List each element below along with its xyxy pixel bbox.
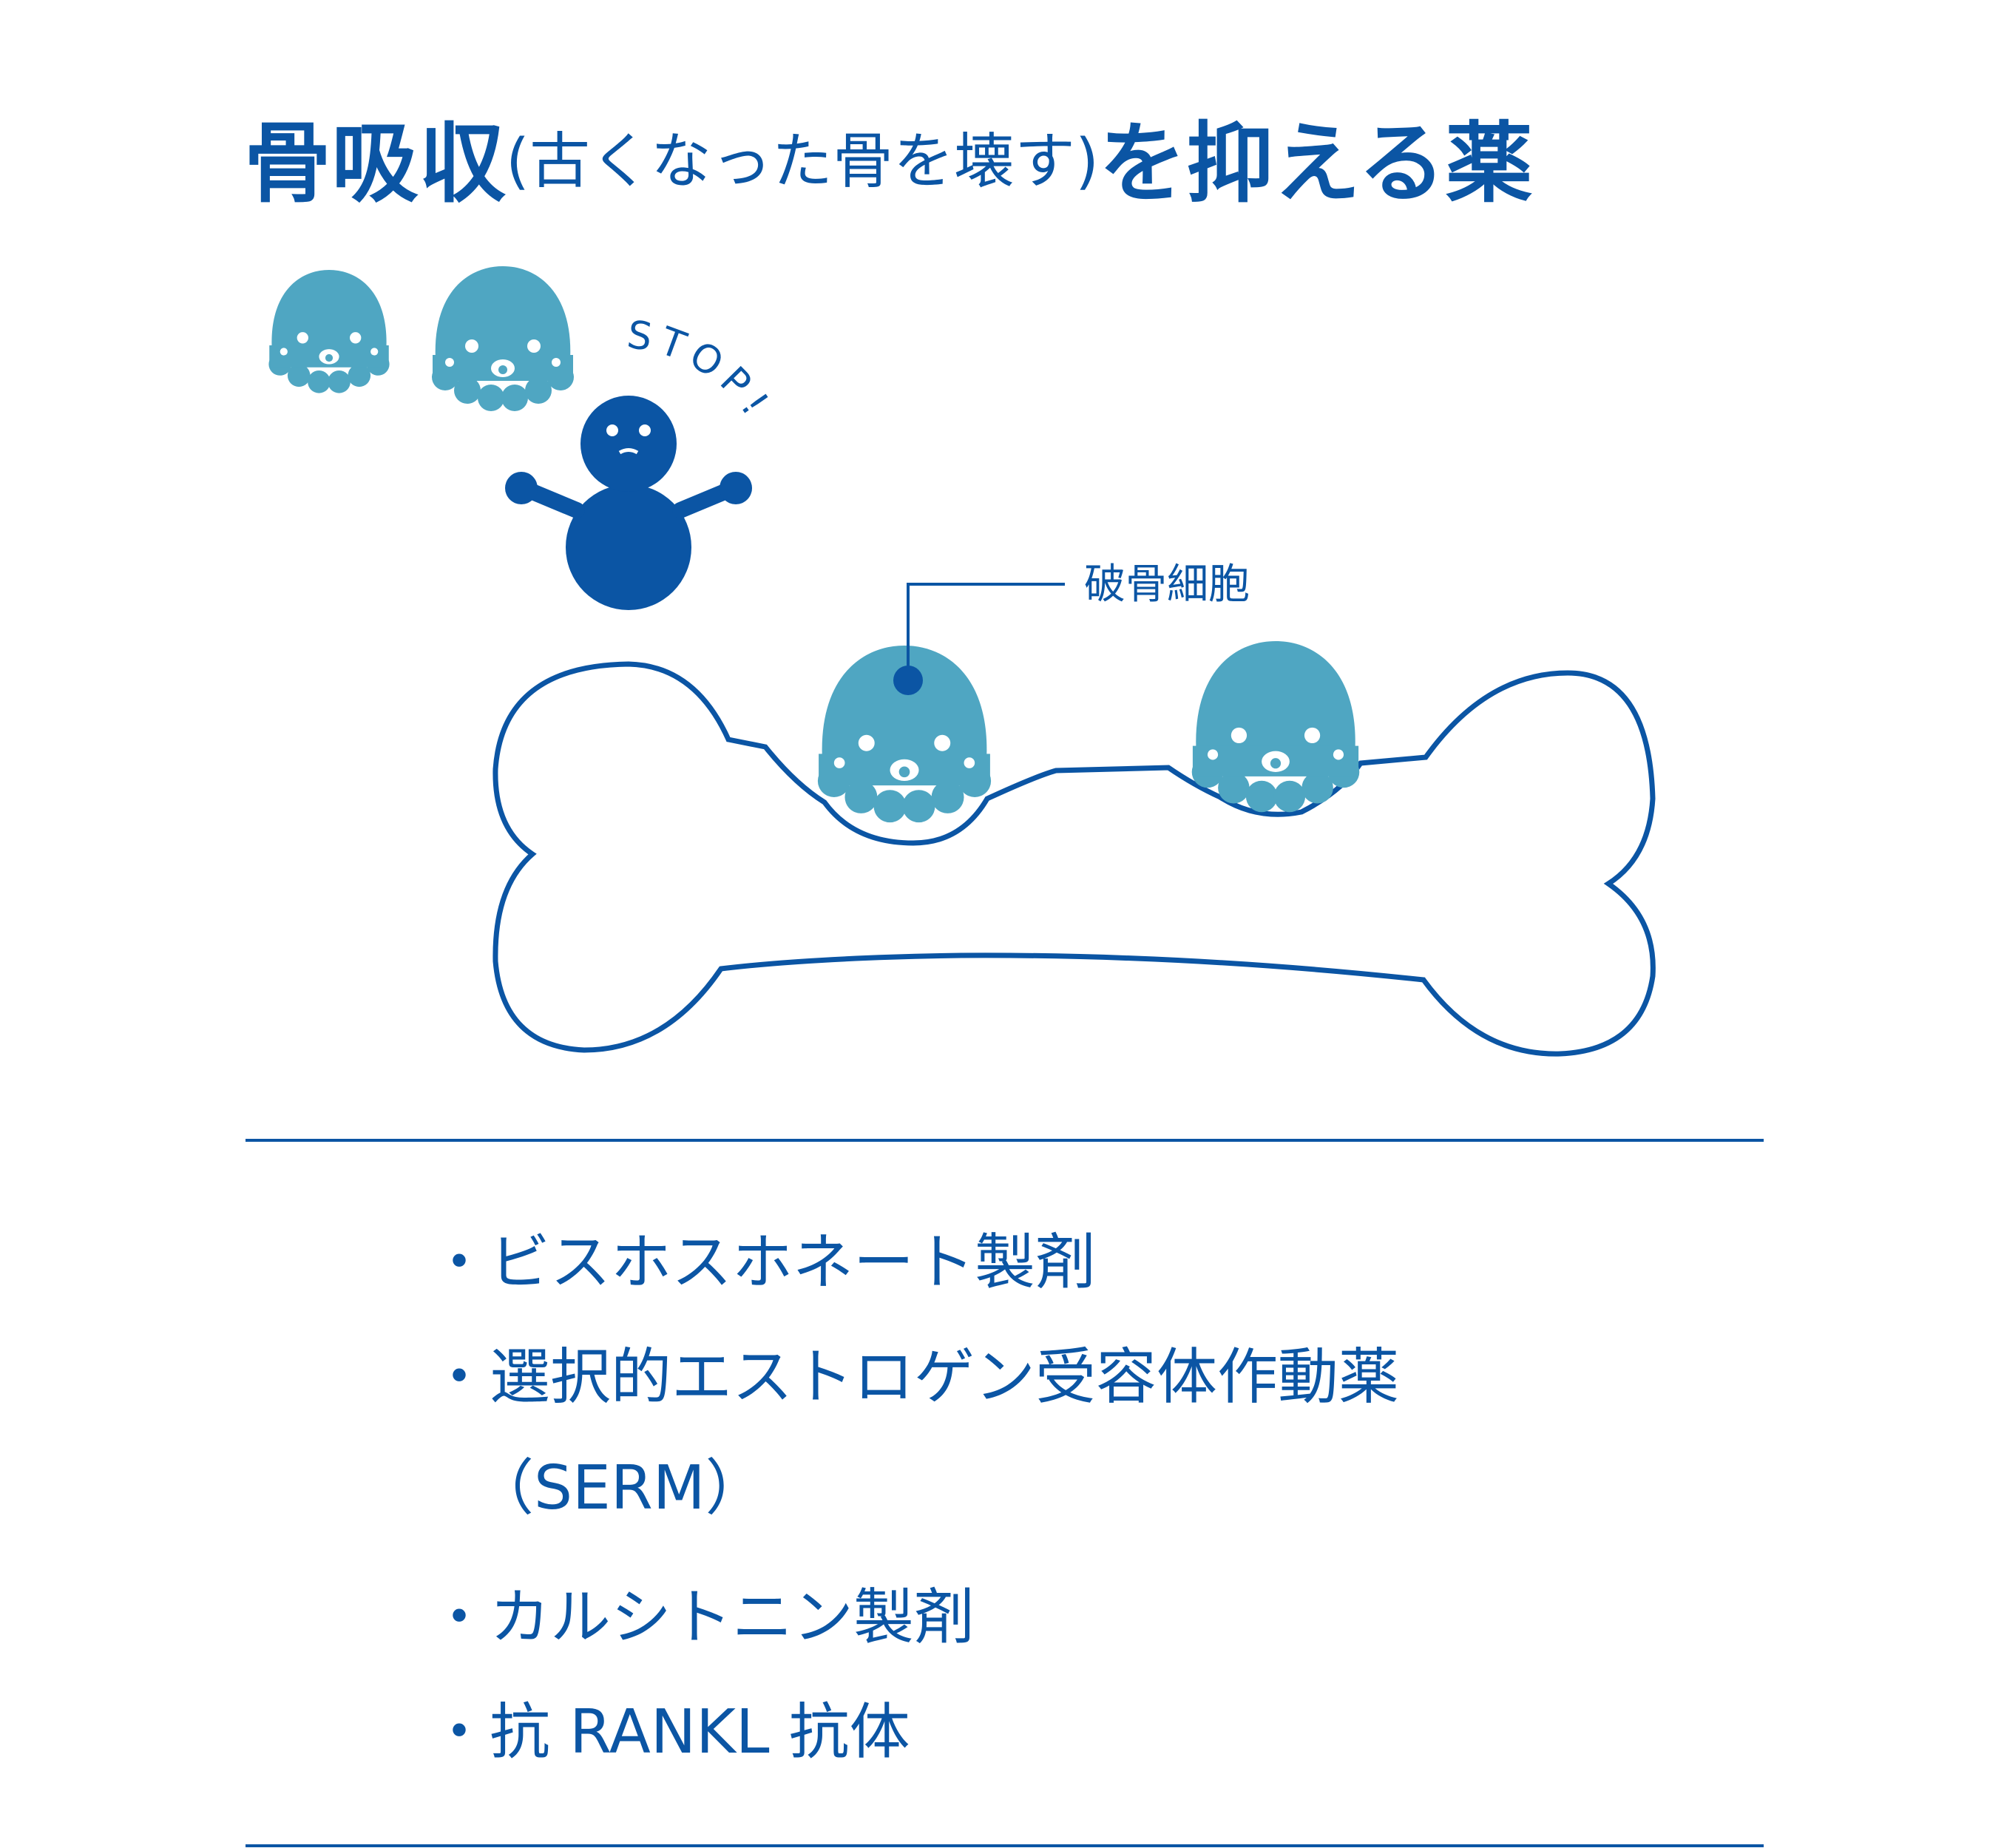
osteoclast-icon-2: [432, 266, 574, 411]
title-parenthetical: (古くなった骨を壊す): [506, 126, 1099, 197]
label-leader-line: [907, 583, 1065, 680]
osteoclast-on-bone-icon-2: [1191, 641, 1360, 813]
osteoclast-label: 破骨細胞: [1084, 561, 1250, 609]
title-main-after: を抑える薬: [1099, 112, 1533, 214]
drug-item-bisphosphonate: ・ビスホスホネート製剤: [429, 1228, 1097, 1298]
illustration: STOP!: [268, 266, 1656, 1057]
label-leader-dot: [893, 666, 923, 695]
drug-item-anti-rankl: ・抗 RANKL 抗体: [429, 1697, 910, 1767]
title-main-before: 骨吸収: [244, 112, 507, 214]
bottom-divider: [246, 1844, 1764, 1847]
osteoclast-icon-1: [268, 270, 390, 393]
drug-item-serm-abbrev: （SERM）: [473, 1453, 766, 1523]
top-divider: [246, 1139, 1764, 1142]
bone-outline: [492, 661, 1656, 1057]
drug-item-serm: ・選択的エストロゲン受容体作動薬: [429, 1342, 1400, 1412]
drug-item-calcitonin: ・カルシトニン製剤: [429, 1583, 975, 1653]
stop-character-icon: [505, 396, 752, 610]
page-title: 骨吸収 (古くなった骨を壊す) を抑える薬: [244, 81, 1532, 229]
